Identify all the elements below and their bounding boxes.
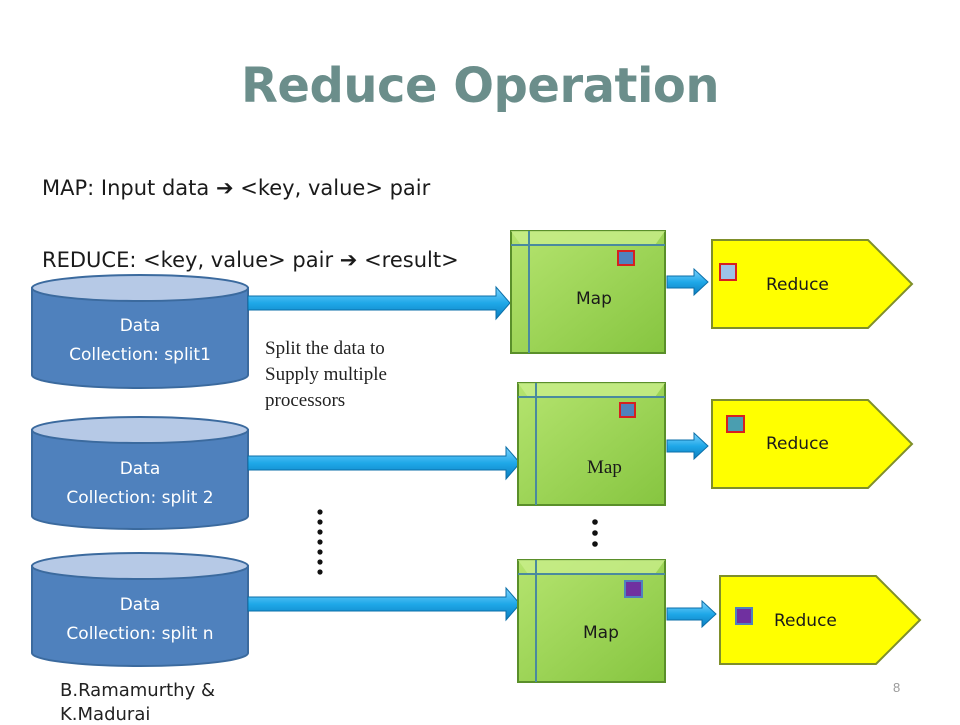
split-arrow: [247, 445, 521, 481]
reduce-definition-prefix: REDUCE: <key, value> pair: [42, 248, 334, 272]
key-value-marker-icon: [735, 607, 753, 625]
reduce-shape: [711, 399, 914, 489]
vertical-ellipsis-icon: [592, 519, 598, 547]
collection-label-group: Data Collection: split1: [32, 312, 248, 372]
map-definition-suffix: <key, value> pair: [240, 176, 431, 200]
reduce-label: Reduce: [766, 434, 829, 454]
map-box: [517, 559, 666, 683]
split-note: Split the data to Supply multiple proces…: [265, 336, 387, 414]
collection-label-line2: Collection: split1: [69, 345, 211, 365]
reduce-shape: [719, 575, 922, 665]
key-value-marker-icon: [619, 402, 636, 418]
collection-label-group: Data Collection: split 2: [32, 455, 248, 515]
split-arrow: [247, 285, 511, 321]
key-value-marker-icon: [726, 415, 745, 433]
data-collection-cylinder: [31, 274, 249, 389]
key-value-marker-icon: [617, 250, 635, 266]
split-note-line: Supply multiple: [265, 364, 387, 385]
split-note-line: processors: [265, 390, 346, 411]
author-credit-line2: K.Madurai: [60, 704, 151, 725]
page-number: 8: [893, 680, 901, 695]
reduce-label: Reduce: [774, 611, 837, 631]
map-box: [517, 382, 666, 506]
map-label: Map: [583, 623, 619, 643]
collection-label-line1: Data: [119, 459, 161, 479]
collection-label-group: Data Collection: split n: [32, 591, 248, 651]
author-credit-line1: B.Ramamurthy &: [60, 680, 215, 701]
key-value-marker-icon: [719, 263, 737, 281]
reduce-shape: [711, 239, 914, 329]
key-value-marker-icon: [624, 580, 643, 598]
map-definition-line: MAP: Input data ➔ <key, value> pair: [42, 176, 430, 200]
map-definition-prefix: MAP: Input data: [42, 176, 210, 200]
collection-label-line1: Data: [119, 595, 161, 615]
map-label: Map: [587, 457, 622, 478]
collection-label-line1: Data: [119, 316, 161, 336]
map-label: Map: [576, 289, 612, 309]
map-to-reduce-arrow: [666, 431, 709, 461]
split-arrow: [247, 586, 521, 622]
data-collection-cylinder: [31, 416, 249, 530]
page-title: Reduce Operation: [240, 58, 720, 114]
map-box: [510, 230, 666, 354]
right-arrow-icon: ➔: [339, 248, 358, 272]
reduce-label: Reduce: [766, 275, 829, 295]
collection-label-line2: Collection: split 2: [66, 488, 214, 508]
reduce-definition-suffix: <result>: [364, 248, 459, 272]
vertical-ellipsis-icon: [317, 509, 323, 575]
split-note-line: Split the data to: [265, 338, 385, 359]
reduce-definition-line: REDUCE: <key, value> pair ➔ <result>: [42, 248, 459, 272]
map-to-reduce-arrow: [666, 267, 709, 297]
data-collection-cylinder: [31, 552, 249, 667]
collection-label-line2: Collection: split n: [66, 624, 214, 644]
map-to-reduce-arrow: [666, 599, 717, 629]
right-arrow-icon: ➔: [215, 176, 234, 200]
